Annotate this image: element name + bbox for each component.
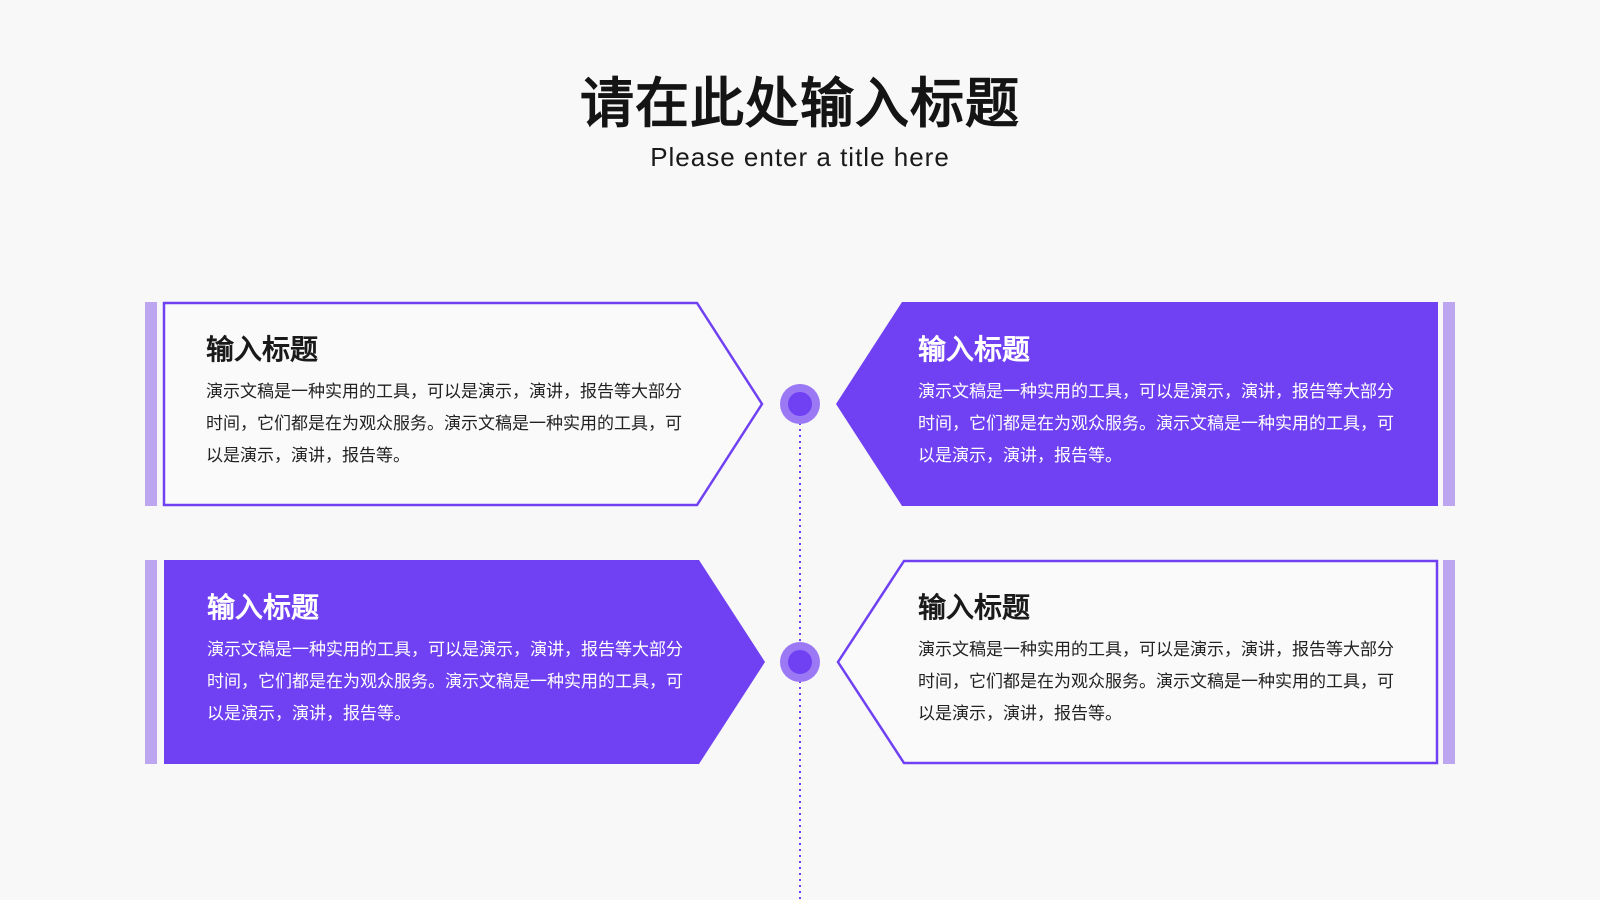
card-1-accent-bar	[145, 302, 157, 506]
card-4-shape	[836, 559, 1439, 765]
card-3-accent-bar	[145, 560, 157, 764]
card-4-body: 演示文稿是一种实用的工具，可以是演示，演讲，报告等大部分时间，它们都是在为观众服…	[918, 640, 1394, 724]
card-3-shape	[164, 560, 765, 764]
card-2-accent-bar	[1443, 302, 1455, 506]
card-3-heading: 输入标题	[207, 591, 320, 624]
card-1-heading: 输入标题	[206, 333, 319, 366]
card-2-shape	[836, 302, 1438, 506]
page-subtitle: Please enter a title here	[650, 142, 950, 172]
card-4-heading: 输入标题	[918, 591, 1031, 624]
card-3-content: 输入标题 演示文稿是一种实用的工具，可以是演示，演讲，报告等大部分时间，它们都是…	[207, 590, 687, 730]
card-2-content: 输入标题 演示文稿是一种实用的工具，可以是演示，演讲，报告等大部分时间，它们都是…	[918, 332, 1398, 472]
timeline-node-2	[780, 642, 820, 682]
card-1-shape	[162, 301, 764, 507]
card-1-body: 演示文稿是一种实用的工具，可以是演示，演讲，报告等大部分时间，它们都是在为观众服…	[206, 382, 682, 466]
title-block: 请在此处输入标题 Please enter a title here	[0, 72, 1600, 173]
page-title: 请在此处输入标题	[580, 72, 1020, 135]
timeline-node-1	[780, 384, 820, 424]
card-4-accent-bar	[1443, 560, 1455, 764]
card-4-content: 输入标题 演示文稿是一种实用的工具，可以是演示，演讲，报告等大部分时间，它们都是…	[918, 590, 1398, 730]
card-2-heading: 输入标题	[918, 333, 1031, 366]
card-3-body: 演示文稿是一种实用的工具，可以是演示，演讲，报告等大部分时间，它们都是在为观众服…	[207, 640, 683, 724]
card-1-content: 输入标题 演示文稿是一种实用的工具，可以是演示，演讲，报告等大部分时间，它们都是…	[206, 332, 686, 472]
card-2-body: 演示文稿是一种实用的工具，可以是演示，演讲，报告等大部分时间，它们都是在为观众服…	[918, 382, 1394, 466]
